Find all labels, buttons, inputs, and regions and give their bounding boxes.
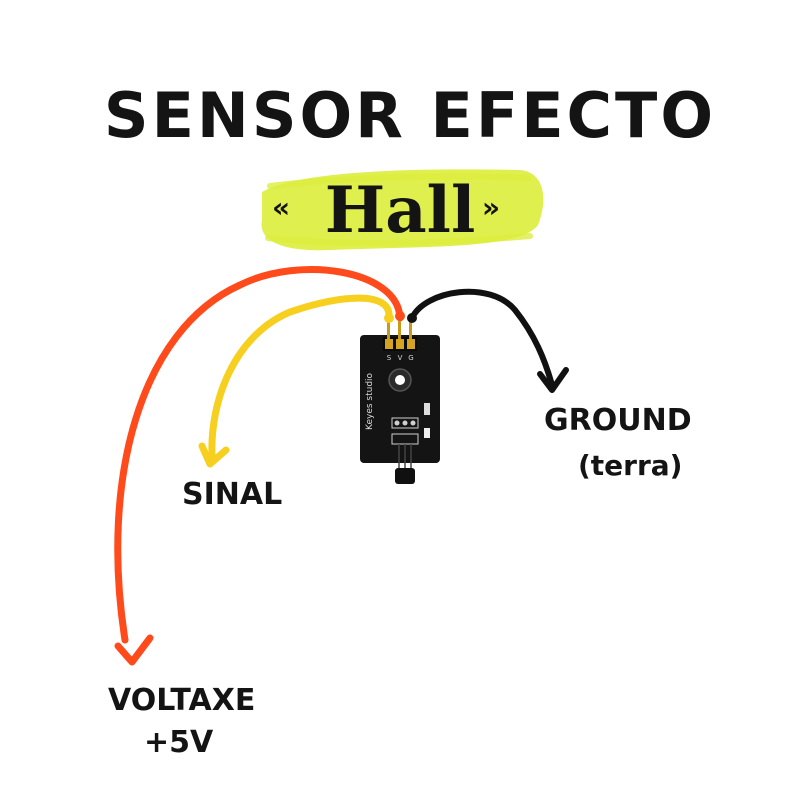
signal-arrow-icon	[198, 442, 230, 468]
quote-close: »	[482, 191, 500, 224]
pin-g	[407, 339, 415, 349]
ground-terminal	[407, 313, 417, 323]
voltage-label: VOLTAXE	[108, 683, 255, 718]
ground-arrow-icon	[537, 367, 569, 393]
mounting-hole-inner	[395, 375, 405, 385]
hall-sensor-chip	[395, 468, 415, 484]
pad-2	[402, 420, 408, 426]
ground-sublabel: (terra)	[578, 449, 682, 482]
pin-label-g: G	[408, 354, 413, 362]
module-board	[360, 335, 440, 463]
highlight-brush	[261, 169, 544, 251]
ground-label: GROUND	[544, 403, 692, 438]
voltage-sublabel: +5V	[144, 725, 214, 760]
pin-v	[396, 339, 404, 349]
ground-wire	[409, 288, 555, 388]
pad-1	[394, 420, 400, 426]
sensor-pads	[391, 417, 419, 429]
pin-lead-s	[387, 318, 390, 339]
pin-s	[385, 339, 393, 349]
voltage-terminal	[395, 311, 405, 321]
signal-wire	[208, 294, 393, 459]
quote-open: «	[272, 191, 290, 224]
signal-label: SINAL	[182, 477, 282, 512]
module-brand: Keyes studio	[365, 372, 375, 430]
voltage-wire	[114, 266, 404, 644]
resistor	[424, 403, 430, 415]
pin-label-s: S	[387, 354, 392, 362]
title-line1: SENSOR EFECTO	[104, 79, 716, 152]
voltage-arrow-icon	[114, 634, 154, 666]
sensor-module: S V G Keyes studio	[360, 318, 440, 484]
signal-terminal	[384, 313, 394, 323]
pin-lead-g	[409, 318, 412, 339]
led	[424, 428, 430, 438]
pin-lead-v	[398, 318, 401, 339]
pin-label-v: V	[398, 354, 403, 362]
highlight-brush-edge	[265, 173, 533, 247]
pad-3	[410, 420, 416, 426]
title-line2: Hall	[325, 173, 476, 248]
